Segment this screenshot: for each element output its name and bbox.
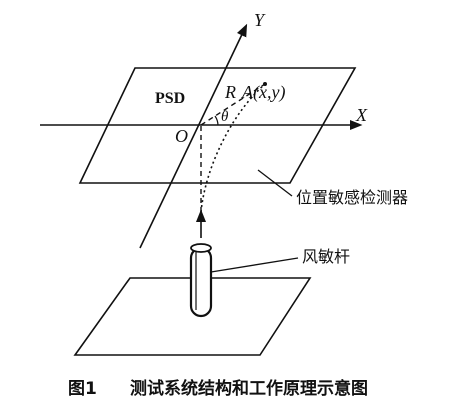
- origin-label: O: [175, 126, 188, 146]
- base-plate: [73, 277, 312, 356]
- detector-leader-line: [257, 169, 293, 197]
- figure-number: 图1: [68, 379, 97, 399]
- detector-label: 位置敏感检测器: [296, 188, 408, 207]
- y-axis: [139, 23, 248, 249]
- psd-plate: [78, 67, 357, 184]
- angle-arc: [214, 115, 219, 126]
- radius-line: [200, 83, 266, 126]
- wind-rod-top: [190, 243, 212, 253]
- radius-label: R: [224, 82, 236, 102]
- point-a-label: A(x,y): [241, 82, 285, 103]
- y-axis-label: Y: [254, 10, 266, 30]
- deflection-trajectory: [200, 83, 266, 213]
- figure-caption: 测试系统结构和工作原理示意图: [130, 378, 368, 399]
- angle-label: θ: [221, 109, 229, 125]
- rod-leader-line: [210, 257, 299, 273]
- wind-rod: [189, 246, 213, 318]
- x-axis-label: X: [355, 105, 368, 125]
- point-a-marker: [263, 82, 267, 86]
- psd-label: PSD: [155, 90, 185, 107]
- rod-label: 风敏杆: [302, 247, 350, 266]
